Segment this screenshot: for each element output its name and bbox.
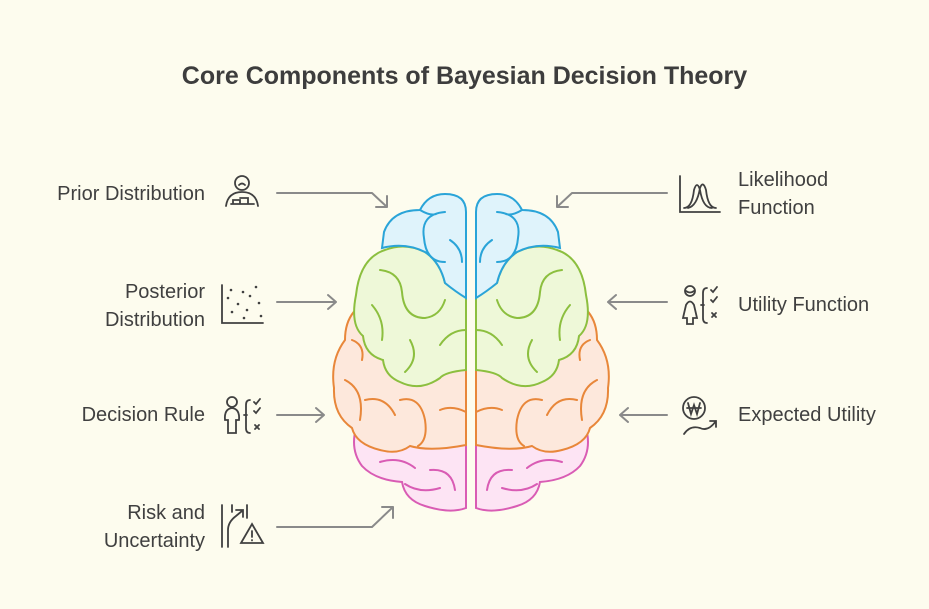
person-boxes-icon bbox=[225, 175, 259, 207]
label-posterior-distribution: Posterior Distribution bbox=[104, 281, 205, 331]
bell-curves-icon bbox=[679, 175, 721, 213]
label-utility-function: Utility Function bbox=[738, 294, 870, 316]
person-checklist-icon bbox=[681, 285, 718, 325]
arrow-expected bbox=[619, 407, 668, 423]
warning-path-icon bbox=[221, 504, 265, 548]
label-decision-rule: Decision Rule bbox=[81, 404, 205, 426]
page-title: Core Components of Bayesian Decision The… bbox=[181, 62, 748, 90]
brain-left-hemisphere: .pk{fill:#fde4f4;stroke:#d95cb4;stroke-w… bbox=[332, 193, 467, 512]
scatter-plot-icon bbox=[221, 284, 264, 324]
arrow-likelihood bbox=[556, 192, 668, 208]
arrow-utility bbox=[607, 294, 668, 310]
brain-right-hemisphere bbox=[475, 193, 610, 512]
currency-growth-icon bbox=[682, 396, 717, 435]
arrow-prior bbox=[276, 192, 388, 208]
label-likelihood-function: Likelihood Function bbox=[738, 169, 829, 219]
person-checklist-icon bbox=[223, 396, 261, 434]
arrow-risk bbox=[276, 506, 394, 528]
arrow-decision bbox=[276, 407, 325, 423]
label-expected-utility: Expected Utility bbox=[738, 404, 876, 426]
label-risk-and-uncertainty: Risk and Uncertainty bbox=[103, 502, 205, 552]
label-prior-distribution: Prior Distribution bbox=[57, 183, 205, 205]
arrow-posterior bbox=[276, 294, 337, 310]
